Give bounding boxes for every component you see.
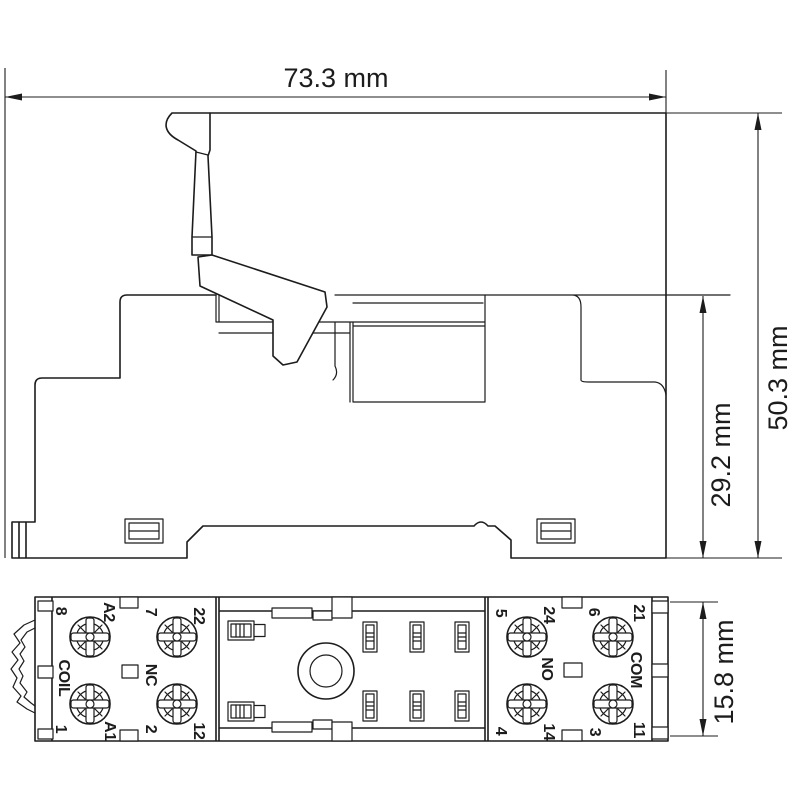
terminal-label-a1: A1 bbox=[101, 721, 118, 741]
terminal-label-22: 22 bbox=[190, 607, 207, 625]
dimension-total-height: 50.3 mm bbox=[666, 112, 793, 559]
terminal-label-8: 8 bbox=[52, 607, 69, 616]
dimension-width: 73.3 mm bbox=[4, 63, 667, 558]
dimension-base-height: 29.2 mm bbox=[699, 296, 736, 558]
release-lever bbox=[165, 112, 328, 366]
terminal-label-11: 11 bbox=[630, 722, 647, 739]
pin-receptacle bbox=[409, 621, 425, 653]
terminal-label-14: 14 bbox=[540, 723, 557, 741]
side-bottom-window-right bbox=[536, 518, 576, 544]
terminal-label-a2: A2 bbox=[100, 602, 117, 622]
pin-receptacle bbox=[409, 690, 425, 722]
dimension-depth: 15.8 mm bbox=[670, 601, 739, 737]
screw-terminal-1-a1 bbox=[69, 683, 111, 725]
screw-terminal-3-11 bbox=[592, 683, 634, 725]
terminal-label-no: NO bbox=[538, 657, 555, 680]
pin-receptacle bbox=[362, 690, 378, 722]
pin-receptacle bbox=[362, 621, 378, 653]
pin-receptacle bbox=[227, 701, 266, 722]
terminal-label-com: COM bbox=[627, 652, 644, 688]
side-bottom-window-left bbox=[124, 518, 164, 544]
pin-receptacle bbox=[227, 620, 266, 641]
din-rail-clip bbox=[10, 619, 36, 714]
pin-receptacle bbox=[454, 621, 470, 653]
terminal-label-24: 24 bbox=[540, 606, 557, 624]
side-body-outline bbox=[11, 112, 667, 559]
dimension-width-label: 73.3 mm bbox=[283, 63, 388, 93]
terminal-label-6: 6 bbox=[585, 608, 602, 617]
terminal-label-21: 21 bbox=[630, 604, 647, 622]
screw-terminal-4-14 bbox=[506, 683, 548, 725]
screw-terminal-2-12 bbox=[156, 683, 198, 725]
screw-terminal-6-21 bbox=[592, 616, 634, 658]
dimension-depth-label: 15.8 mm bbox=[709, 619, 739, 724]
terminal-label-4: 4 bbox=[492, 727, 509, 736]
terminal-label-7: 7 bbox=[142, 608, 159, 617]
terminal-label-12: 12 bbox=[190, 722, 207, 740]
terminal-label-3: 3 bbox=[586, 728, 603, 737]
screw-terminal-8-a2 bbox=[69, 616, 111, 658]
terminal-label-nc: NC bbox=[142, 664, 159, 687]
pin-receptacle bbox=[454, 690, 470, 722]
terminal-label-1: 1 bbox=[52, 725, 69, 734]
housing-notches bbox=[37, 596, 669, 742]
terminal-labels: 8 A2 7 22 COIL NC 1 A1 2 12 5 24 NO 4 14… bbox=[52, 602, 647, 741]
terminal-label-5: 5 bbox=[492, 609, 509, 618]
terminal-label-2: 2 bbox=[142, 725, 159, 734]
mounting-hole bbox=[297, 642, 355, 700]
terminal-label-coil: COIL bbox=[55, 659, 72, 697]
dimension-base-height-label: 29.2 mm bbox=[706, 402, 736, 507]
side-view bbox=[11, 112, 731, 559]
dimension-total-height-label: 50.3 mm bbox=[763, 325, 793, 430]
bottom-view: 8 A2 7 22 COIL NC 1 A1 2 12 5 24 NO 4 14… bbox=[10, 596, 669, 742]
